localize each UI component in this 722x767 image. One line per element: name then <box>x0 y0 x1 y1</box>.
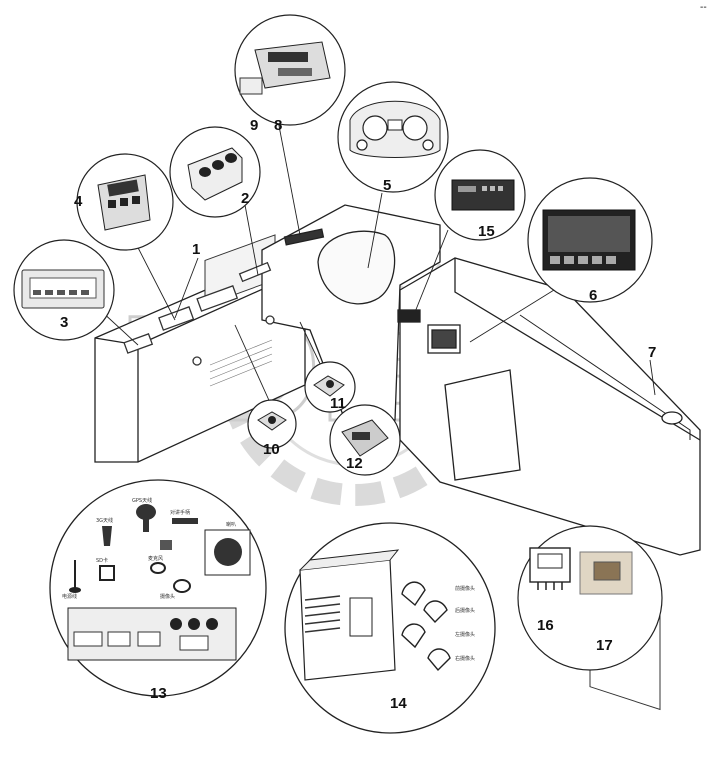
detail-12 <box>329 404 401 476</box>
label-13f: SD卡 <box>96 557 108 564</box>
callout-12: 12 <box>346 455 363 472</box>
detail-13: GPS天线 3G天线 对讲手柄 喇叭 麦克风 SD卡 摄像头 电源线 <box>49 479 267 697</box>
callout-2: 2 <box>241 190 249 207</box>
detail-2 <box>169 126 261 218</box>
label-13h: 电源线 <box>62 593 77 600</box>
switch-panel <box>397 309 421 323</box>
radio-slot <box>283 228 325 246</box>
camera-label-1: 前摄像头 <box>455 585 475 592</box>
detail-8-9 <box>234 14 346 126</box>
callout-1: 1 <box>192 241 200 258</box>
label-13c: 对讲手柄 <box>170 509 190 516</box>
callout-17: 17 <box>596 637 613 654</box>
camera-label-4: 右摄像头 <box>455 655 475 662</box>
label-13b: 3G天线 <box>96 517 113 524</box>
camera-label-3: 左摄像头 <box>455 631 475 638</box>
callout-16: 16 <box>537 617 554 634</box>
corner-mark: -- <box>700 2 707 13</box>
callout-7: 7 <box>648 344 656 361</box>
detail-4 <box>76 153 174 251</box>
callout-13: 13 <box>150 685 167 702</box>
callout-numbers: 1 2 3 4 5 6 7 8 9 10 11 12 13 14 15 16 1… <box>60 117 656 712</box>
callout-11: 11 <box>330 395 346 412</box>
detail-10 <box>247 399 297 449</box>
detail-5 <box>337 81 449 193</box>
label-13e: 麦克风 <box>148 555 163 562</box>
callout-15: 15 <box>478 223 495 240</box>
camera-label-2: 后摄像头 <box>455 607 475 614</box>
label-13g: 摄像头 <box>160 593 175 600</box>
callout-4: 4 <box>74 193 83 210</box>
callout-9: 9 <box>250 117 258 134</box>
detail-6 <box>527 177 653 303</box>
callout-5: 5 <box>383 177 391 194</box>
detail-3 <box>13 239 115 341</box>
callout-10: 10 <box>263 441 280 458</box>
detail-15 <box>434 149 526 241</box>
callout-3: 3 <box>60 314 68 331</box>
callout-8: 8 <box>274 117 282 134</box>
detail-16-17 <box>517 525 663 671</box>
label-13d: 喇叭 <box>226 521 236 528</box>
detail-14: 前摄像头 后摄像头 左摄像头 右摄像头 <box>284 522 496 734</box>
callout-14: 14 <box>390 695 407 712</box>
label-13a: GPS天线 <box>132 497 152 504</box>
callout-6: 6 <box>589 287 597 304</box>
detail-11 <box>304 361 356 413</box>
